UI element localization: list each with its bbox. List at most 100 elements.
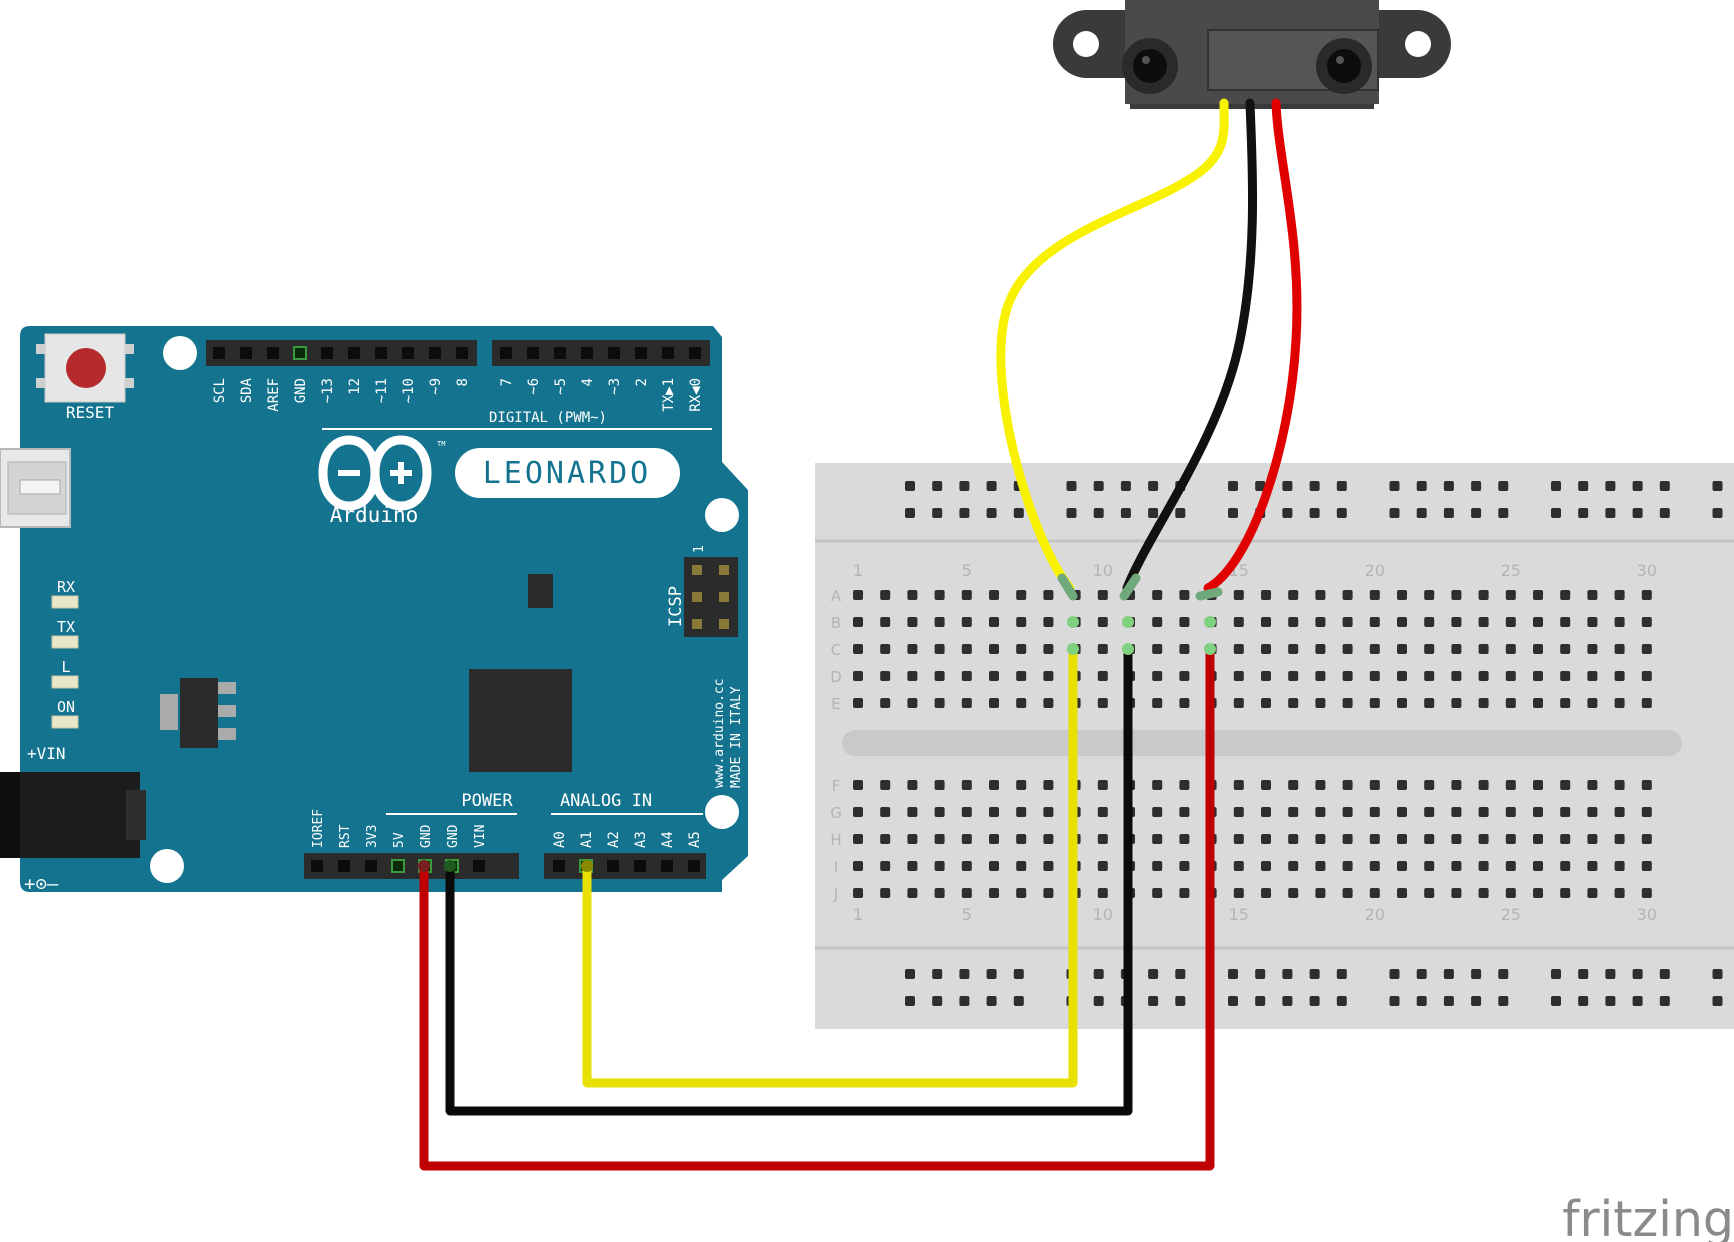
row-label: G	[830, 804, 842, 822]
power-pin-label: 3V3	[365, 825, 380, 848]
breadboard-hole	[1315, 698, 1326, 708]
column-number: 25	[1501, 561, 1521, 580]
breadboard-hole	[1471, 969, 1482, 979]
header-pin[interactable]	[375, 347, 387, 359]
sensor-power-wire[interactable]	[1203, 98, 1302, 593]
breadboard-hole	[1233, 590, 1244, 600]
power-jumper-wire[interactable]	[419, 649, 1215, 1171]
breadboard-hole	[932, 508, 943, 518]
breadboard-hole	[853, 644, 863, 654]
reset-button-cap[interactable]	[66, 348, 106, 388]
mounting-hole	[705, 795, 739, 829]
header-pin[interactable]	[635, 347, 647, 359]
breadboard-hole	[1315, 590, 1326, 600]
header-pin[interactable]	[429, 347, 441, 359]
digital-pin-label: 8	[455, 378, 471, 386]
breadboard-hole	[1179, 698, 1190, 708]
header-pin[interactable]	[338, 860, 350, 872]
header-pin[interactable]	[348, 347, 360, 359]
breadboard-hole	[1389, 481, 1400, 491]
breadboard-hole	[1533, 644, 1543, 654]
breadboard-hole	[1288, 617, 1299, 627]
breadboard-hole	[1152, 861, 1163, 871]
wire-tip	[1195, 587, 1223, 601]
header-pin[interactable]	[688, 860, 700, 872]
header-pin[interactable]	[500, 347, 512, 359]
header-pin[interactable]	[473, 860, 485, 872]
breadboard-hole	[1309, 508, 1320, 518]
mounting-hole	[150, 849, 184, 883]
breadboard-hole	[1641, 617, 1652, 627]
emitter-lens	[1133, 49, 1167, 83]
breadboard-hole	[1228, 508, 1238, 518]
breadboard-hole	[1641, 807, 1652, 817]
breadboard-hole	[1551, 969, 1561, 979]
breadboard-hole	[1478, 671, 1489, 681]
icsp-pin	[719, 619, 729, 629]
header-pin[interactable]	[365, 860, 377, 872]
breadboard-hole	[1288, 861, 1299, 871]
breadboard-hole	[1443, 969, 1454, 979]
header-pin[interactable]	[553, 860, 565, 872]
breadboard-hole	[934, 780, 945, 790]
breadboard-hole	[1389, 969, 1400, 979]
header-pin[interactable]	[267, 347, 279, 359]
breadboard-hole	[880, 834, 891, 844]
digital-pin-label: TX▶1	[661, 378, 677, 412]
breadboard-hole	[1148, 481, 1159, 491]
breadboard-hole	[1533, 780, 1543, 790]
breadboard-hole	[1533, 807, 1543, 817]
breadboard-hole	[1016, 671, 1027, 681]
header-pin[interactable]	[402, 347, 414, 359]
header-pin[interactable]	[554, 347, 566, 359]
header-pin[interactable]	[213, 347, 225, 359]
header-pin[interactable]	[634, 860, 646, 872]
row-label: D	[830, 668, 842, 686]
header-pin[interactable]	[689, 347, 701, 359]
sensor-signal-wire[interactable]	[996, 98, 1229, 593]
breadboard-hole	[1560, 617, 1571, 627]
breadboard-hole	[989, 698, 999, 708]
header-pin[interactable]	[321, 347, 333, 359]
reset-button[interactable]	[36, 333, 134, 403]
breadboard-hole	[1148, 996, 1159, 1006]
header-pin[interactable]	[662, 347, 674, 359]
header-pin[interactable]	[607, 860, 619, 872]
header-pin[interactable]	[581, 347, 593, 359]
icsp-pin	[692, 619, 702, 629]
ground-jumper-wire[interactable]	[445, 649, 1133, 1116]
breadboard-hole	[1315, 861, 1326, 871]
breadboard-hole	[1424, 644, 1435, 654]
breadboard-hole	[1016, 861, 1027, 871]
breadboard-hole	[1369, 671, 1380, 681]
breadboard-hole	[959, 969, 970, 979]
breadboard-hole	[1233, 834, 1244, 844]
header-pin[interactable]	[527, 347, 539, 359]
digital-header-right	[492, 340, 710, 366]
breadboard-hole	[1093, 969, 1104, 979]
breadboard-hole	[853, 780, 863, 790]
breadboard-hole	[1641, 671, 1652, 681]
digital-pin-label: GND	[293, 378, 309, 403]
analog-pin-label: A5	[687, 831, 703, 848]
header-pin[interactable]	[661, 860, 673, 872]
header-pin[interactable]	[391, 859, 405, 873]
breadboard-hole	[1505, 617, 1516, 627]
breadboard-hole	[1342, 617, 1353, 627]
header-pin[interactable]	[293, 346, 307, 360]
breadboard-hole	[1233, 698, 1244, 708]
header-pin[interactable]	[311, 860, 323, 872]
sensor-cables	[996, 98, 1302, 601]
signal-jumper-wire[interactable]	[582, 649, 1078, 1088]
header-pin[interactable]	[456, 347, 468, 359]
usb-port[interactable]	[0, 448, 71, 528]
power-jack[interactable]	[0, 772, 146, 858]
power-pin-label: RST	[338, 824, 353, 848]
header-pin[interactable]	[240, 347, 252, 359]
analog-pin-label: A2	[606, 831, 622, 848]
sensor-ground-wire[interactable]	[1122, 98, 1258, 593]
header-pin[interactable]	[608, 347, 620, 359]
breadboard-hole	[1013, 508, 1024, 518]
